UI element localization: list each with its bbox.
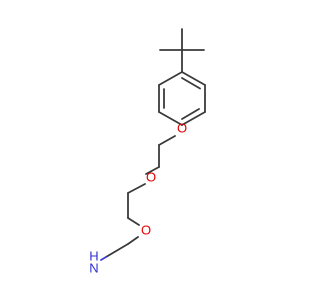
bond-c6-to-n xyxy=(100,256,107,261)
bond-c4-to-o3 xyxy=(127,217,140,226)
atom-oxygen-aryl-ether: O xyxy=(177,120,187,135)
ether-chain xyxy=(100,135,176,261)
benzene-ring xyxy=(158,71,206,126)
ring-bond-6 xyxy=(158,71,183,86)
atom-oxygen-middle-ether: O xyxy=(146,169,156,184)
bond-c2-to-o2 xyxy=(145,166,160,175)
bond-c5-to-c6 xyxy=(105,243,129,258)
ring-bond-4 xyxy=(158,111,183,126)
ring-double-bond-b xyxy=(181,108,200,120)
bond-o3-to-c5 xyxy=(127,236,139,245)
atom-oxygen-lower-ether: O xyxy=(141,222,151,237)
molecule-structure-diagram: O O O H N xyxy=(89,28,206,275)
atom-amine-h: H xyxy=(89,248,98,263)
ring-bond-3 xyxy=(181,111,206,126)
tert-butyl-group xyxy=(159,28,205,73)
ring-double-bond-a xyxy=(181,77,201,90)
atom-amine-n: N xyxy=(89,260,98,275)
bond-o2-to-c3 xyxy=(127,183,146,194)
bond-o1-to-c1 xyxy=(158,135,176,146)
ring-bond-1 xyxy=(181,71,206,86)
